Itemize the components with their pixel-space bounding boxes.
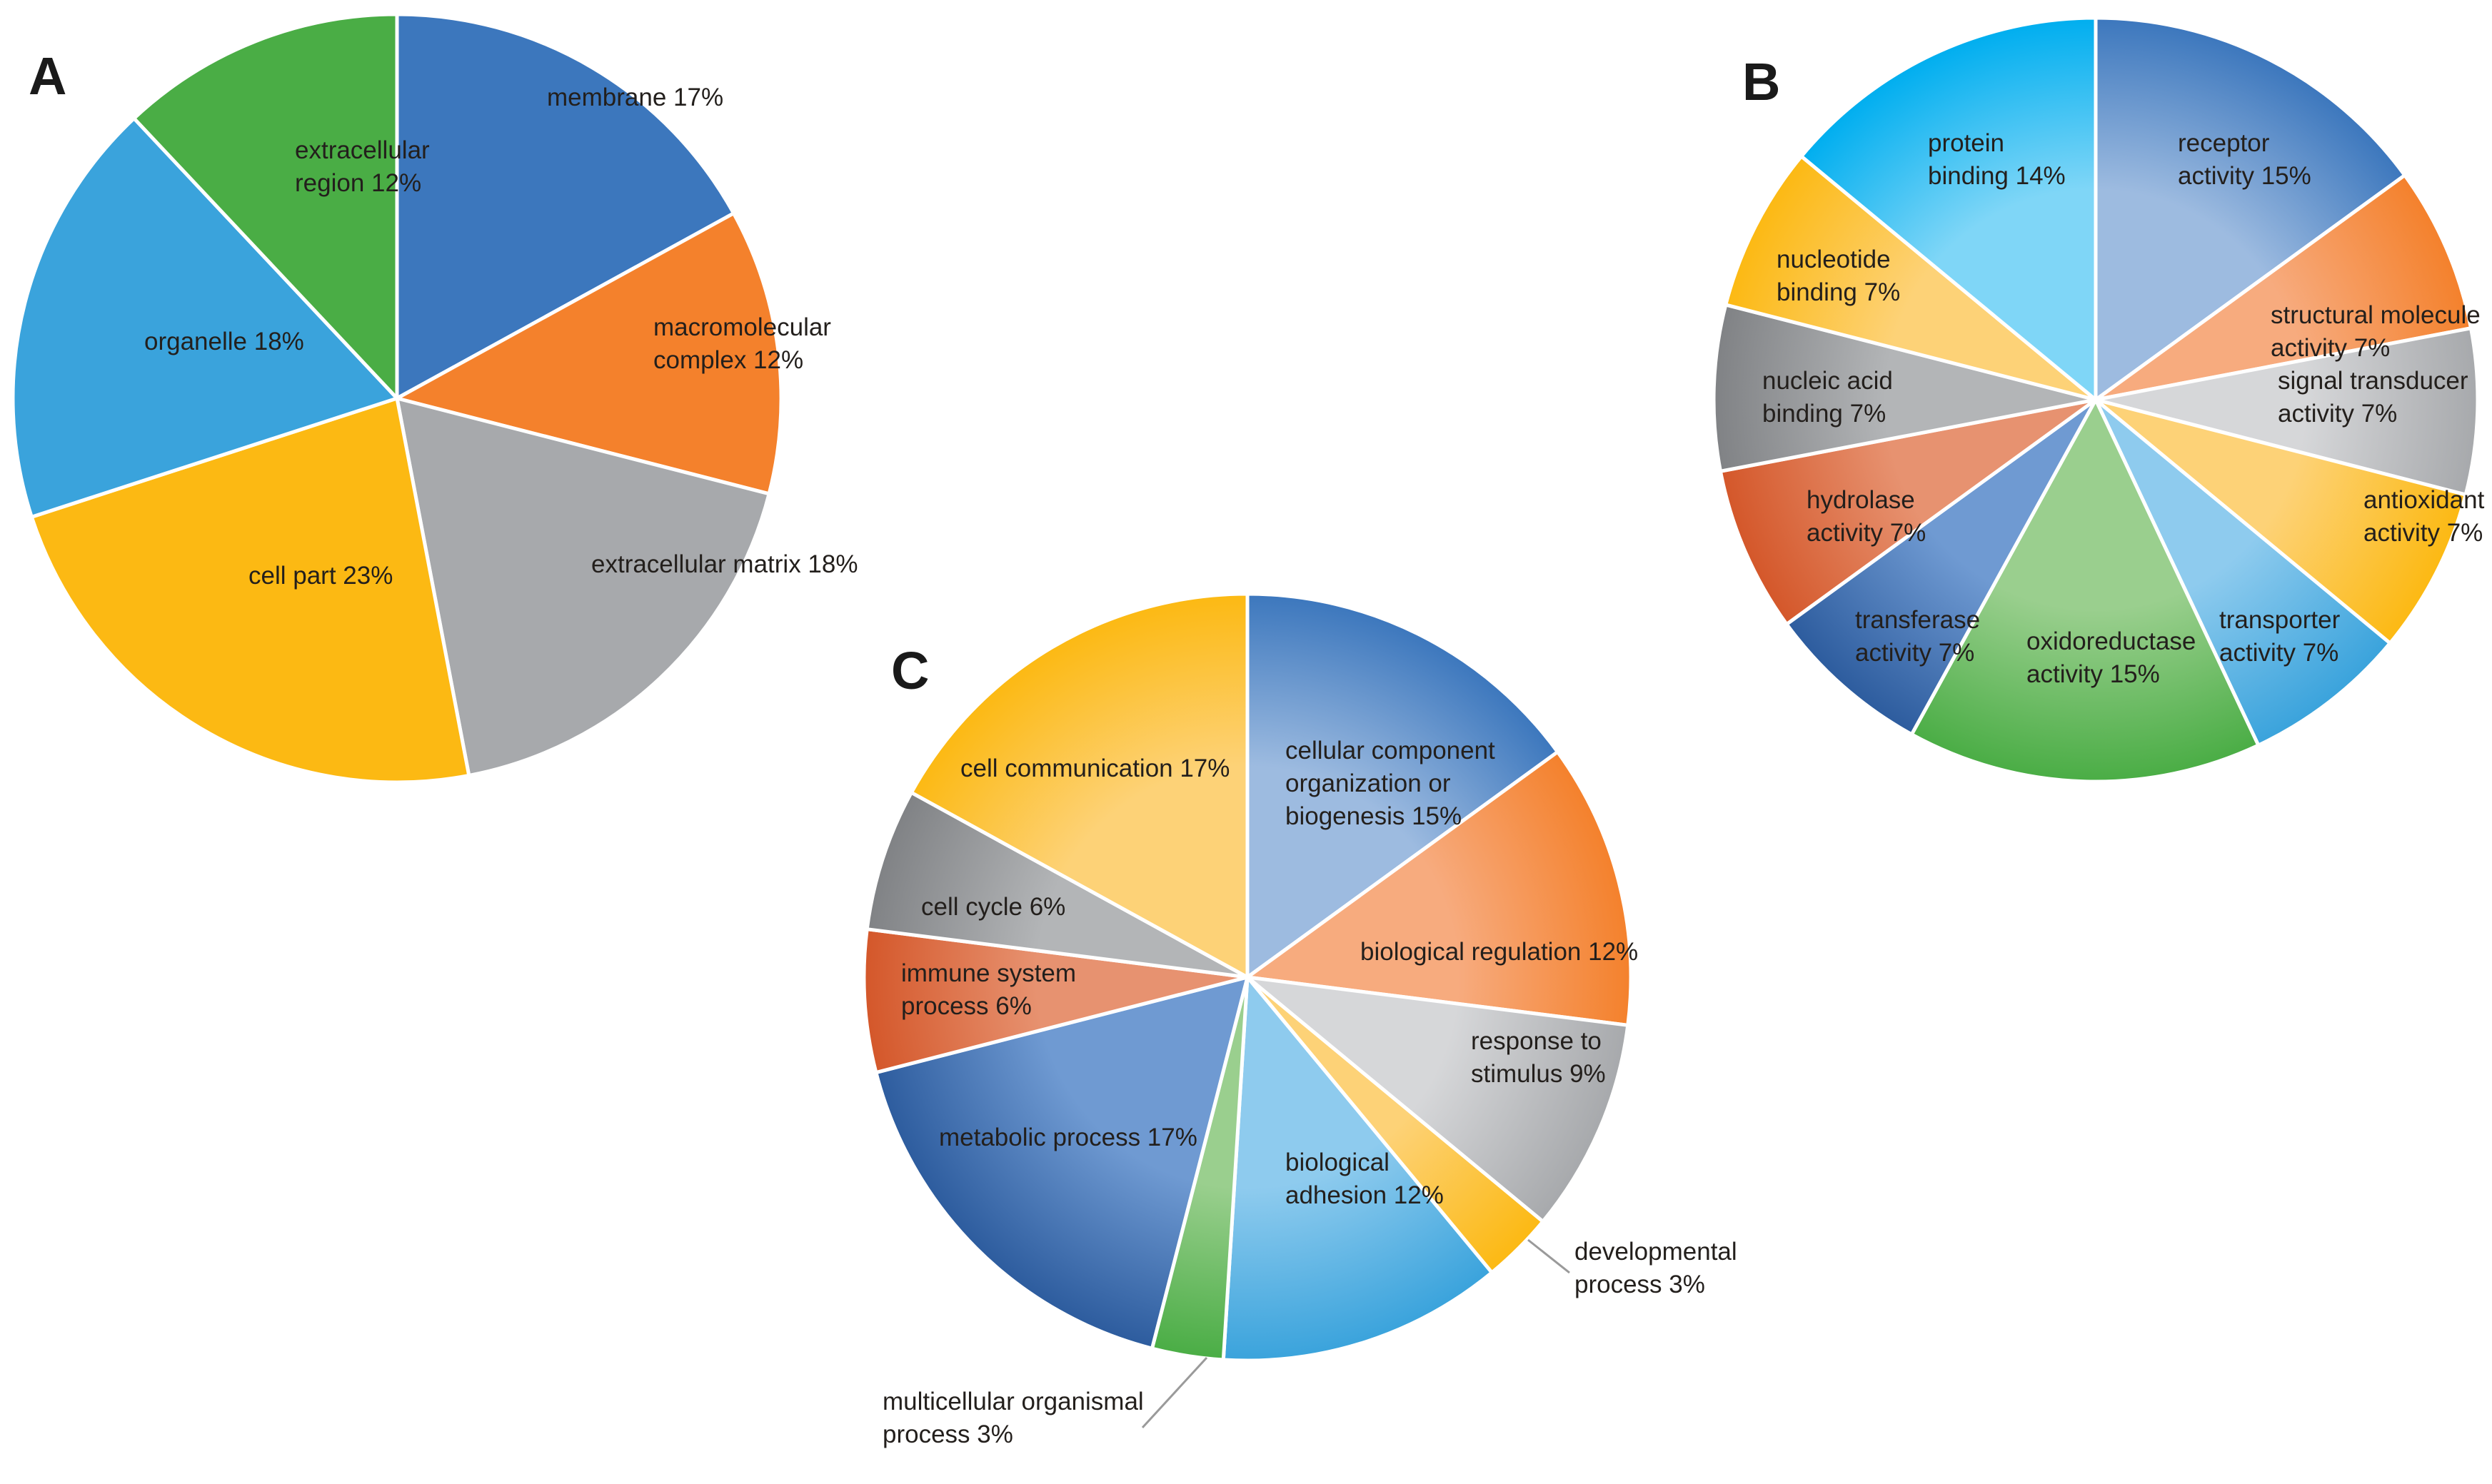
pie-slice-cellular-component-organization-or-biogenesis[interactable]: cellular component organization or bioge… [1245,592,1559,979]
pie-slice-biological-adhesion[interactable]: biological adhesion 12% [1221,975,1494,1363]
pie-label-extracellular-matrix: extracellular matrix 18% [591,550,858,578]
pie-label-cell-communication: cell communication 17% [960,754,1230,782]
pie-panel-A: membrane 17%macromolecular complex 12%ex… [11,12,858,784]
pie-slice-cell-communication[interactable]: cell communication 17% [909,592,1250,979]
pie-label-cell-part: cell part 23% [248,562,393,590]
pie-slice-extracellular-region[interactable]: extracellular region 12% [132,12,399,400]
pie-slice-transporter-activity[interactable]: transporter activity 7% [2094,398,2392,747]
pie-slices-B: receptor activity 15%structural molecule… [1712,16,2480,784]
pie-slice-metabolic-process[interactable]: metabolic process 17% [874,975,1250,1351]
panel-letter-A: A [29,46,66,106]
pie-slices-A: membrane 17%macromolecular complex 12%ex… [11,12,783,784]
pie-slice-cell-cycle[interactable]: cell cycle 6% [865,790,1250,979]
pie-slices-C: cellular component organization or bioge… [862,592,1633,1363]
pie-slice-nucleotide-binding[interactable]: nucleotide binding 7% [1724,154,2098,402]
pie-slice-nucleic-acid-binding[interactable]: nucleic acid binding 7% [1712,303,2098,473]
panel-letter-C: C [891,641,929,700]
pie-label-biological-regulation: biological regulation 12% [1360,938,1638,966]
pie-panel-B: receptor activity 15%structural molecule… [1712,16,2485,784]
pie-label-metabolic-process: metabolic process 17% [939,1124,1197,1151]
pie-slice-cell-part[interactable]: cell part 23% [29,396,471,784]
pie-slice-immune-system-process[interactable]: immune system process 6% [862,927,1250,1075]
pie-slice-organelle[interactable]: organelle 18% [11,116,399,519]
panel-letter-B: B [1742,52,1780,111]
pie-slice-membrane[interactable]: membrane 17% [395,12,735,400]
leader-line-developmental-process [1527,1238,1570,1274]
pie-slice-receptor-activity[interactable]: receptor activity 15% [2094,16,2407,402]
pie-slice-biological-regulation[interactable]: biological regulation 12% [1245,749,1633,1027]
pie-slice-extracellular-matrix[interactable]: extracellular matrix 18% [395,396,771,777]
leader-line-multicellular-organismal-process [1141,1356,1208,1429]
pie-panel-C: cellular component organization or bioge… [862,592,1737,1448]
pie-slice-antioxidant-activity[interactable]: antioxidant activity 7% [2094,398,2468,645]
pie-slice-structural-molecule-activity[interactable]: structural molecule activity 7% [2094,173,2473,402]
panels-layer: membrane 17%macromolecular complex 12%ex… [11,12,2485,1448]
pie-slice-oxidoreductase-activity[interactable]: oxidoreductase activity 15% [1909,398,2261,784]
pie-slice-macromolecular-complex[interactable]: macromolecular complex 12% [395,211,783,496]
pie-label-organelle: organelle 18% [144,328,304,355]
pie-slice-response-to-stimulus[interactable]: response to stimulus 9% [1245,975,1630,1223]
pie-slice-signal-transducer-activity[interactable]: signal transducer activity 7% [2094,326,2480,497]
pie-callouts-C [1141,1238,1570,1429]
pie-slice-hydrolase-activity[interactable]: hydrolase activity 7% [1718,398,2098,626]
pie-slice-transferase-activity[interactable]: transferase activity 7% [1784,398,2098,737]
pie-label-cell-cycle: cell cycle 6% [921,893,1065,921]
pie-slice-protein-binding[interactable]: protein binding 14% [1799,16,2098,402]
pie-label-membrane: membrane 17% [547,84,723,111]
